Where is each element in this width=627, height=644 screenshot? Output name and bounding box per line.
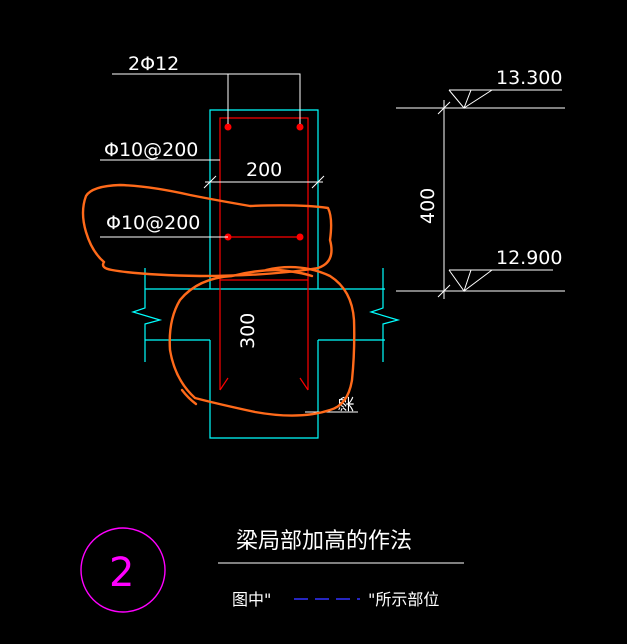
top-bar-right (296, 123, 304, 131)
elev-triangle-bottom (448, 269, 472, 293)
dowel-hook-left (219, 377, 229, 391)
elev-bottom-label: 12.900 (496, 247, 562, 269)
added-section-outline (209, 109, 319, 289)
detail-title: 梁局部加高的作法 (236, 529, 412, 554)
height-dim-label: 400 (417, 188, 439, 224)
existing-beam-outline (209, 340, 319, 439)
markup-loop-lower (168, 265, 356, 417)
beam-mark-label: 梁 (337, 396, 356, 412)
width-dim-tick-l (203, 175, 217, 189)
markup-scribbles (81, 183, 356, 417)
legend-prefix: 图中" (232, 590, 271, 609)
elev-triangle-bottom-2 (463, 269, 494, 292)
height-tick-bottom (437, 284, 451, 298)
width-dim-tick-r (311, 175, 325, 189)
detail-number: 2 (109, 550, 134, 596)
markup-tail (180, 388, 198, 406)
rebar-dots (224, 123, 304, 241)
depth-dim-label: 300 (237, 313, 259, 349)
markup-loop-upper (81, 183, 333, 278)
elev-top-label: 13.300 (496, 67, 562, 89)
top-bar-label: 2Φ12 (128, 53, 179, 75)
concrete-outline (131, 109, 401, 439)
stirrup-cage (219, 117, 309, 281)
legend-suffix: "所示部位 (368, 590, 439, 609)
break-line-left (131, 268, 163, 362)
dowel-hook-right (299, 377, 309, 391)
top-bar-left (224, 123, 232, 131)
elev-triangle-top-2 (463, 89, 494, 109)
mid-bar-right (296, 233, 304, 241)
width-dim-label: 200 (246, 159, 282, 181)
mid-bar-label: Φ10@200 (106, 212, 200, 234)
dimension-lines (100, 73, 565, 564)
elev-triangle-top (448, 89, 472, 109)
detail-number-circle (80, 527, 166, 613)
rebar-group (219, 117, 309, 391)
height-tick-top (437, 101, 451, 115)
top-bar-leader (112, 73, 301, 124)
stirrup-label: Φ10@200 (104, 139, 198, 161)
break-line-right (369, 268, 401, 362)
